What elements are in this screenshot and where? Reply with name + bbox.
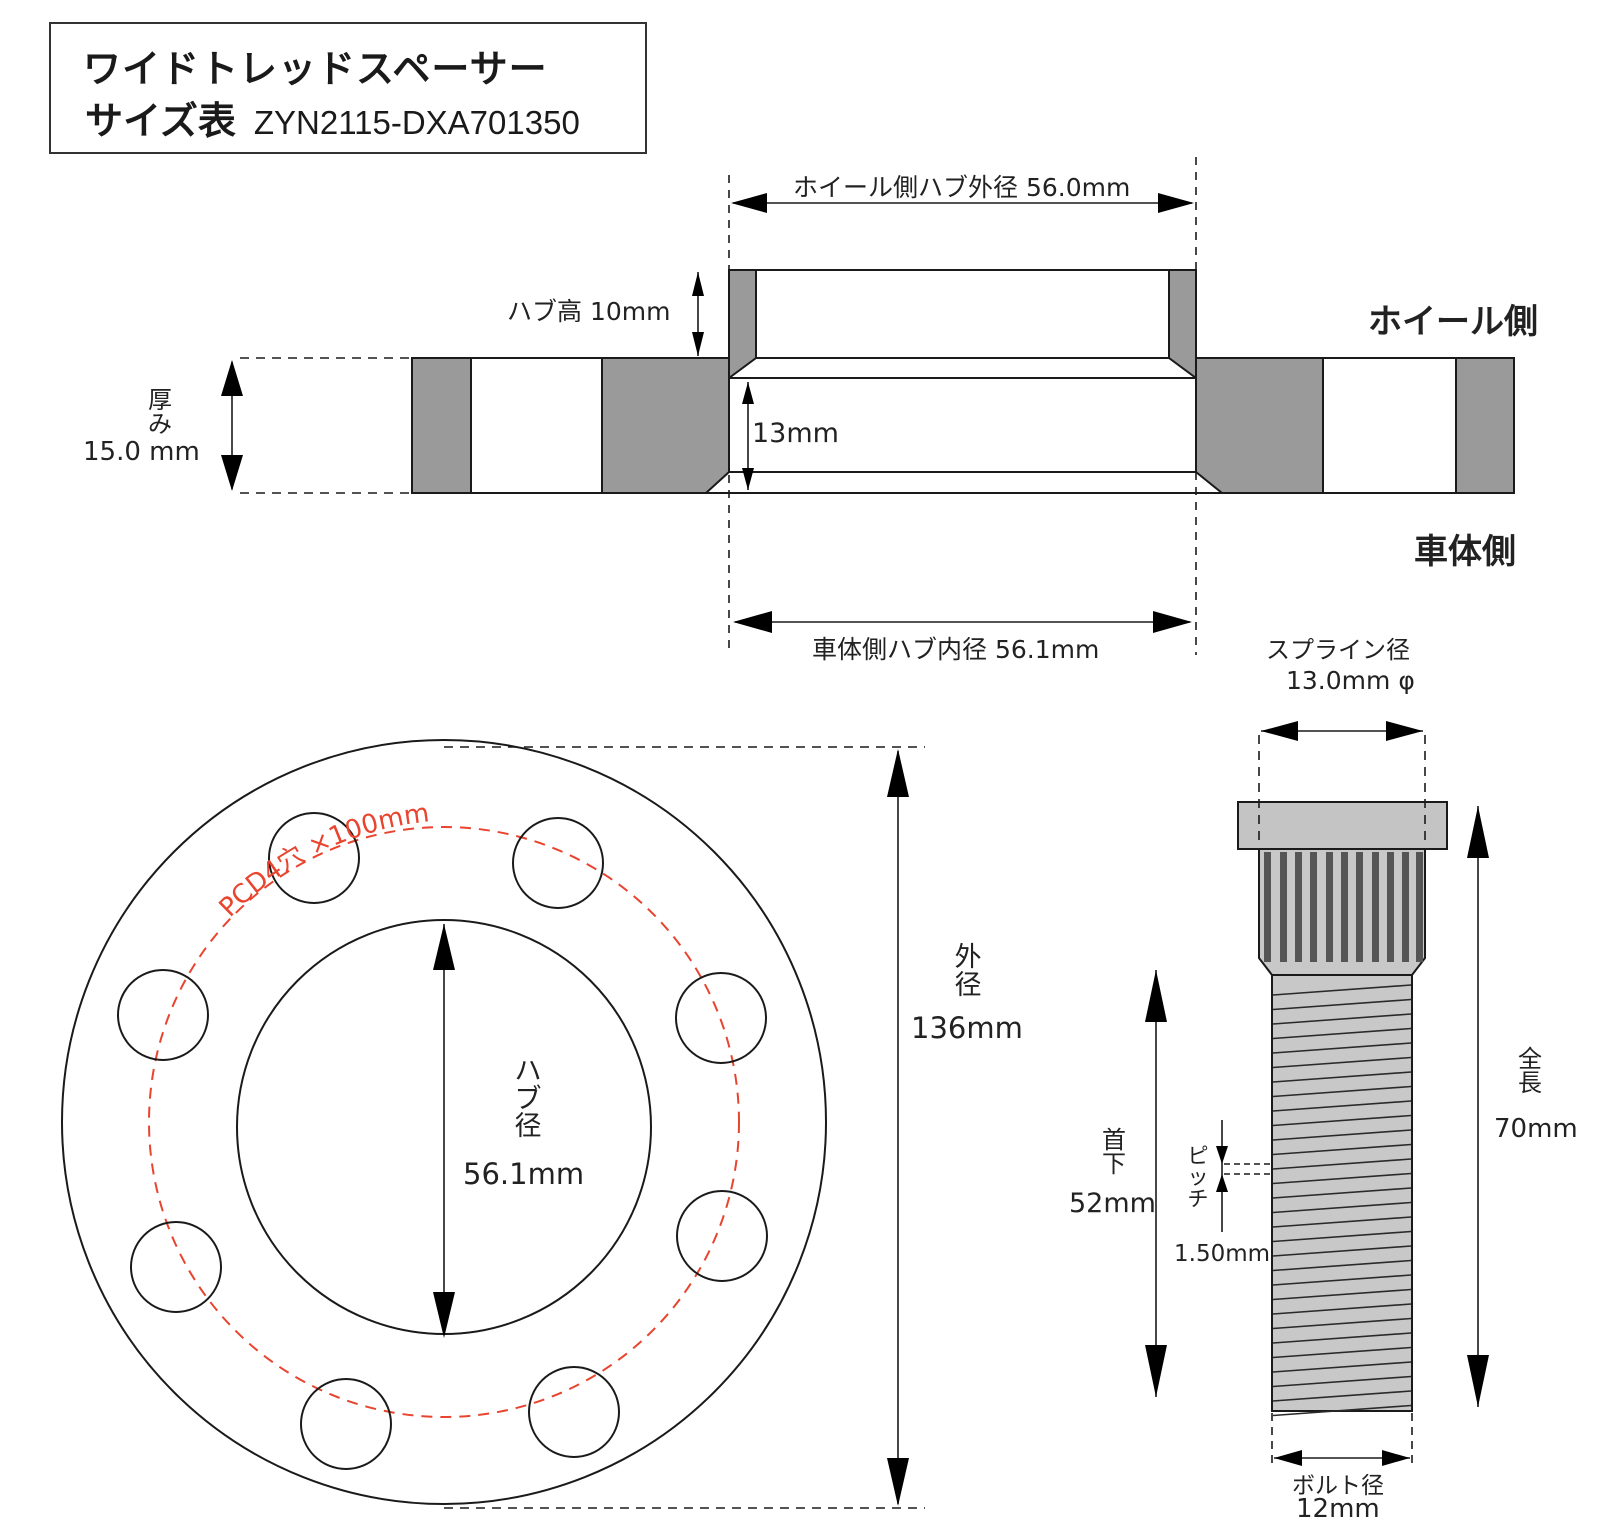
- spline-dia-value: 13.0mm φ: [1286, 666, 1415, 695]
- inner-depth-label: 13mm: [752, 418, 839, 449]
- bolt-hole: [130, 1221, 222, 1313]
- pcd-circle: [148, 826, 740, 1418]
- outer-dia-label: 外径: [954, 942, 982, 1001]
- outer-circle: [61, 739, 827, 1505]
- stud-bolt-arrowheads: [1145, 721, 1489, 1466]
- bolt-hole: [117, 969, 209, 1061]
- pitch-label: ピッチ: [1187, 1144, 1209, 1211]
- bolt-hole: [676, 1190, 768, 1282]
- under-head-label: 首下: [1102, 1126, 1126, 1179]
- front-view-arrowheads: [433, 749, 909, 1506]
- bolt-hole: [300, 1378, 392, 1470]
- bolt-hole: [528, 1366, 620, 1458]
- wheel-side-label: ホイール側: [1368, 302, 1538, 342]
- total-length-value: 70mm: [1494, 1114, 1578, 1144]
- bolt-threads: [1272, 984, 1412, 1417]
- cross-section-view: [411, 269, 1515, 494]
- title-product-name: ワイドトレッドスペーサー: [83, 47, 548, 91]
- hub-dia-value: 56.1mm: [463, 1157, 585, 1191]
- front-view-dimensions: [443, 746, 925, 1509]
- bolt-hole: [512, 817, 604, 909]
- bolt-hole: [268, 812, 360, 904]
- title-size-label: サイズ表: [85, 99, 236, 143]
- pitch-value: 1.50mm: [1174, 1241, 1271, 1267]
- cross-section-dimensions: [231, 157, 1197, 655]
- outer-dia-value: 136mm: [911, 1011, 1023, 1045]
- thickness-value: 15.0 mm: [83, 437, 200, 467]
- body-hub-inner-dia-label: 車体側ハブ内径 56.1mm: [812, 635, 1100, 664]
- under-head-value: 52mm: [1069, 1188, 1156, 1219]
- thickness-label: 厚み: [148, 386, 172, 439]
- bolt-hole: [675, 972, 767, 1064]
- spline-bars: [1264, 852, 1423, 962]
- hub-height-label: ハブ高 10mm: [507, 297, 671, 326]
- front-view: [61, 739, 827, 1505]
- spline-dia-label: スプライン径: [1266, 636, 1410, 664]
- title-size-table: サイズ表 ZYN2115-DXA701350: [85, 90, 580, 145]
- model-code: ZYN2115-DXA701350: [253, 104, 580, 141]
- total-length-label: 全長: [1518, 1045, 1542, 1098]
- wheel-hub-outer-dia-label: ホイール側ハブ外径 56.0mm: [793, 173, 1131, 202]
- cross-section-arrowheads: [221, 193, 1194, 633]
- title-box: ワイドトレッドスペーサー サイズ表 ZYN2115-DXA701350: [49, 22, 647, 154]
- hub-dia-label: ハブ径: [514, 1056, 542, 1143]
- bolt-dia-value: 12mm: [1296, 1494, 1380, 1524]
- body-side-label: 車体側: [1414, 532, 1516, 572]
- pcd-label: PCD4穴 ×100mm: [214, 798, 431, 923]
- bolt-dia-label: ボルト径: [1292, 1473, 1384, 1499]
